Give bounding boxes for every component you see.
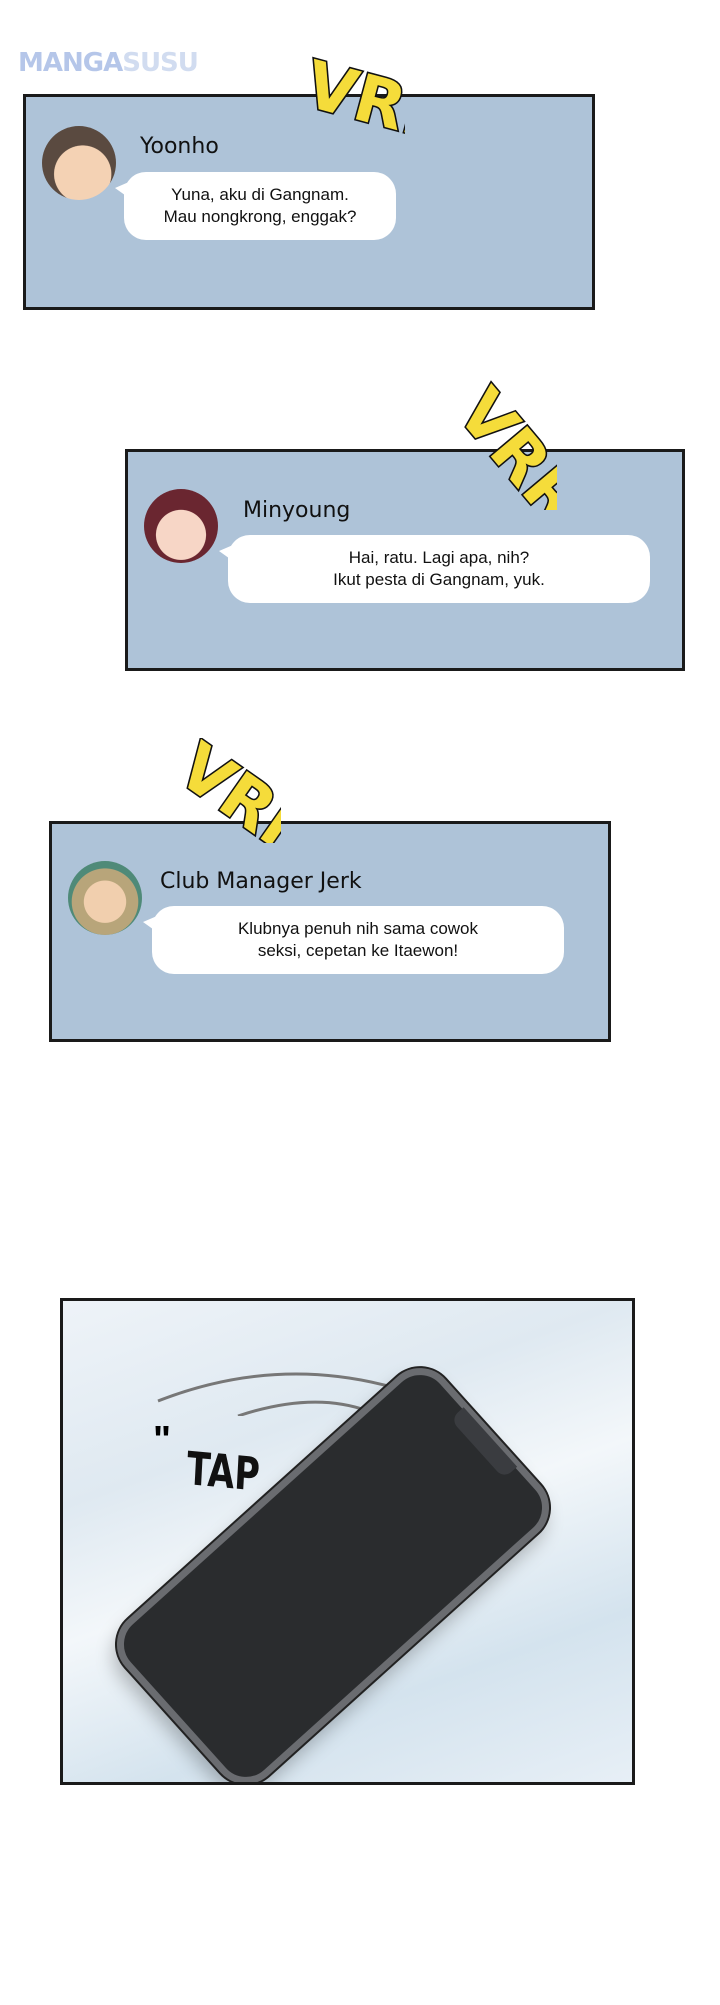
phone-notch (450, 1407, 518, 1479)
vibrate-sfx: VRR (300, 46, 405, 149)
quote-mark: " (153, 1419, 172, 1461)
message-bubble: Hai, ratu. Lagi apa, nih? Ikut pesta di … (219, 535, 650, 603)
avatar-yoonho (42, 126, 116, 200)
sender-name: Club Manager Jerk (160, 869, 362, 894)
svg-text:VRR: VRR (176, 738, 281, 843)
vibrate-sfx: VRR (452, 374, 557, 510)
message-bubble: Yuna, aku di Gangnam. Mau nongkrong, eng… (115, 172, 396, 240)
message-bubble: Klubnya penuh nih sama cowok seksi, cepe… (143, 906, 564, 974)
svg-text:VRR: VRR (452, 375, 557, 510)
watermark-logo: MANGASUSU (18, 48, 199, 78)
tap-sfx: TAP (185, 1441, 262, 1502)
smartphone (102, 1354, 564, 1782)
svg-text:VRR: VRR (300, 48, 405, 149)
sender-name: Yoonho (140, 134, 219, 159)
sender-name: Minyoung (243, 498, 351, 523)
motion-lines (157, 1372, 389, 1416)
vibrate-sfx: VRR (176, 738, 281, 843)
phone-panel: " TAP (60, 1298, 635, 1785)
avatar-club-manager (68, 861, 142, 935)
avatar-minyoung (144, 489, 218, 563)
